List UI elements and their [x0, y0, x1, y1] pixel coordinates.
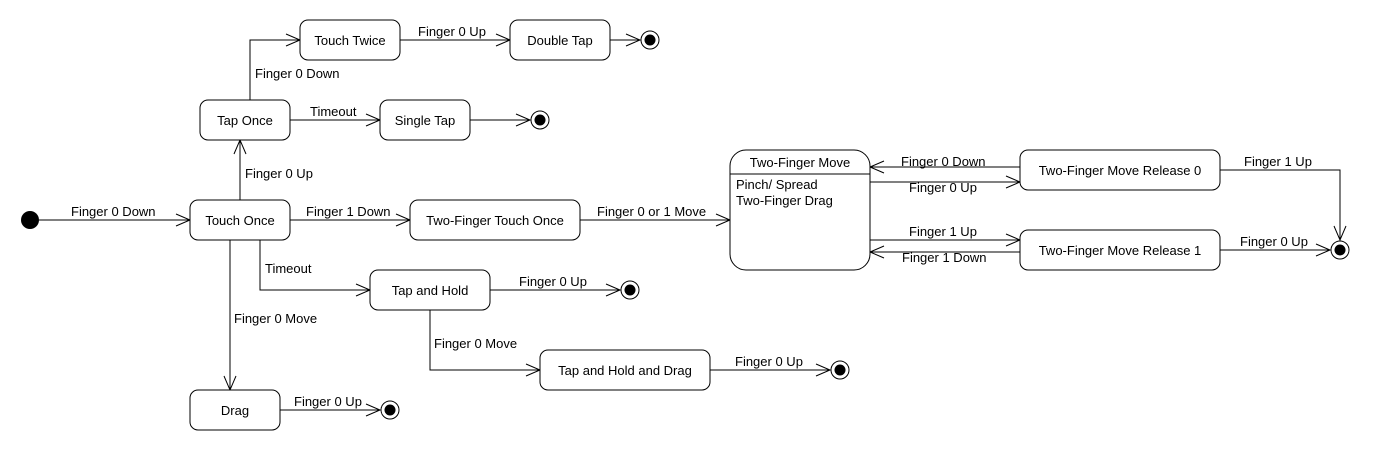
transition-tap-and-hold-to-hold-and-drag: Finger 0 Move: [429, 310, 542, 377]
transition-label: Finger 0 Down: [255, 66, 340, 81]
state-tap-once[interactable]: Tap Once: [199, 99, 291, 141]
final-node-two-finger: [1330, 240, 1350, 260]
state-label: Touch Once: [205, 213, 274, 228]
state-touch-once[interactable]: Touch Once: [189, 199, 291, 241]
final-node-drag: [380, 400, 400, 420]
transition-label: Finger 0 Move: [434, 336, 517, 351]
state-two-finger-move-release-0[interactable]: Two-Finger Move Release 0: [1019, 149, 1221, 191]
transition-label: Finger 0 Move: [234, 311, 317, 326]
state-label: Two-Finger Move Release 0: [1039, 163, 1202, 178]
state-label: Single Tap: [395, 113, 455, 128]
state-label: Two-Finger Move: [750, 155, 850, 170]
transition-release-0-to-end: Finger 1 Up: [1220, 154, 1347, 242]
final-node-double-tap: [640, 30, 660, 50]
transition-release-1-to-end: Finger 0 Up: [1220, 234, 1332, 257]
state-two-finger-move-release-1[interactable]: Two-Finger Move Release 1: [1019, 229, 1221, 271]
state-tap-and-hold-and-drag[interactable]: Tap and Hold and Drag: [539, 349, 711, 391]
transition-double-tap-to-end: [610, 33, 642, 47]
transition-touch-twice-to-double-tap: Finger 0 Up: [400, 24, 512, 47]
transition-move-to-release-1: Finger 1 Up: [870, 224, 1022, 247]
transition-label: Finger 1 Down: [306, 204, 391, 219]
transition-tap-once-to-touch-twice: Finger 0 Down: [249, 33, 340, 100]
transition-label: Finger 1 Down: [902, 250, 987, 265]
transition-label: Timeout: [265, 261, 312, 276]
state-two-finger-touch-once[interactable]: Two-Finger Touch Once: [409, 199, 581, 241]
transition-release-1-to-move: Finger 1 Down: [868, 245, 1020, 265]
state-label: Drag: [221, 403, 249, 418]
state-activity-two-finger-drag: Two-Finger Drag: [736, 193, 833, 208]
state-label: Tap and Hold and Drag: [558, 363, 692, 378]
state-label: Tap and Hold: [392, 283, 469, 298]
transition-touch-once-to-two-finger-touch-once: Finger 1 Down: [290, 204, 412, 227]
state-label: Tap Once: [217, 113, 273, 128]
transition-tap-once-to-single-tap: Timeout: [290, 104, 382, 127]
state-drag[interactable]: Drag: [189, 389, 281, 431]
state-tap-and-hold[interactable]: Tap and Hold: [369, 269, 491, 311]
transition-label: Finger 1 Up: [1244, 154, 1312, 169]
transition-label: Finger 0 Up: [245, 166, 313, 181]
transition-move-to-release-0: Finger 0 Up: [870, 175, 1022, 195]
transition-label: Finger 0 or 1 Move: [597, 204, 706, 219]
initial-node: [21, 211, 39, 229]
transition-hold-and-drag-to-end: Finger 0 Up: [710, 354, 832, 377]
transition-label: Finger 0 Up: [418, 24, 486, 39]
transition-two-finger-touch-once-to-move: Finger 0 or 1 Move: [580, 204, 732, 227]
state-label: Two-Finger Move Release 1: [1039, 243, 1202, 258]
transition-touch-once-to-tap-and-hold: Timeout: [259, 240, 372, 297]
state-label: Double Tap: [527, 33, 593, 48]
transition-start-to-touch-once: Finger 0 Down: [39, 204, 192, 227]
transition-release-0-to-move: Finger 0 Down: [868, 154, 1020, 174]
transition-touch-once-to-drag: Finger 0 Move: [223, 240, 317, 392]
final-node-single-tap: [530, 110, 550, 130]
state-label: Two-Finger Touch Once: [426, 213, 564, 228]
final-node-hold-and-drag: [830, 360, 850, 380]
transition-label: Finger 0 Up: [909, 180, 977, 195]
transition-single-tap-to-end: [470, 113, 532, 127]
transition-tap-and-hold-to-end: Finger 0 Up: [490, 274, 622, 297]
state-label: Touch Twice: [314, 33, 385, 48]
transition-label: Finger 0 Up: [1240, 234, 1308, 249]
final-node-tap-and-hold: [620, 280, 640, 300]
transition-label: Finger 0 Up: [294, 394, 362, 409]
state-single-tap[interactable]: Single Tap: [379, 99, 471, 141]
state-touch-twice[interactable]: Touch Twice: [299, 19, 401, 61]
transition-label: Finger 0 Up: [735, 354, 803, 369]
transition-touch-once-to-tap-once: Finger 0 Up: [233, 138, 313, 200]
transition-drag-to-end: Finger 0 Up: [280, 394, 382, 417]
state-two-finger-move[interactable]: Two-Finger Move Pinch/ Spread Two-Finger…: [729, 149, 871, 271]
transition-label: Finger 0 Down: [901, 154, 986, 169]
transition-label: Timeout: [310, 104, 357, 119]
transition-label: Finger 1 Up: [909, 224, 977, 239]
transition-label: Finger 0 Down: [71, 204, 156, 219]
state-activity-pinch-spread: Pinch/ Spread: [736, 177, 818, 192]
state-double-tap[interactable]: Double Tap: [509, 19, 611, 61]
transition-label: Finger 0 Up: [519, 274, 587, 289]
